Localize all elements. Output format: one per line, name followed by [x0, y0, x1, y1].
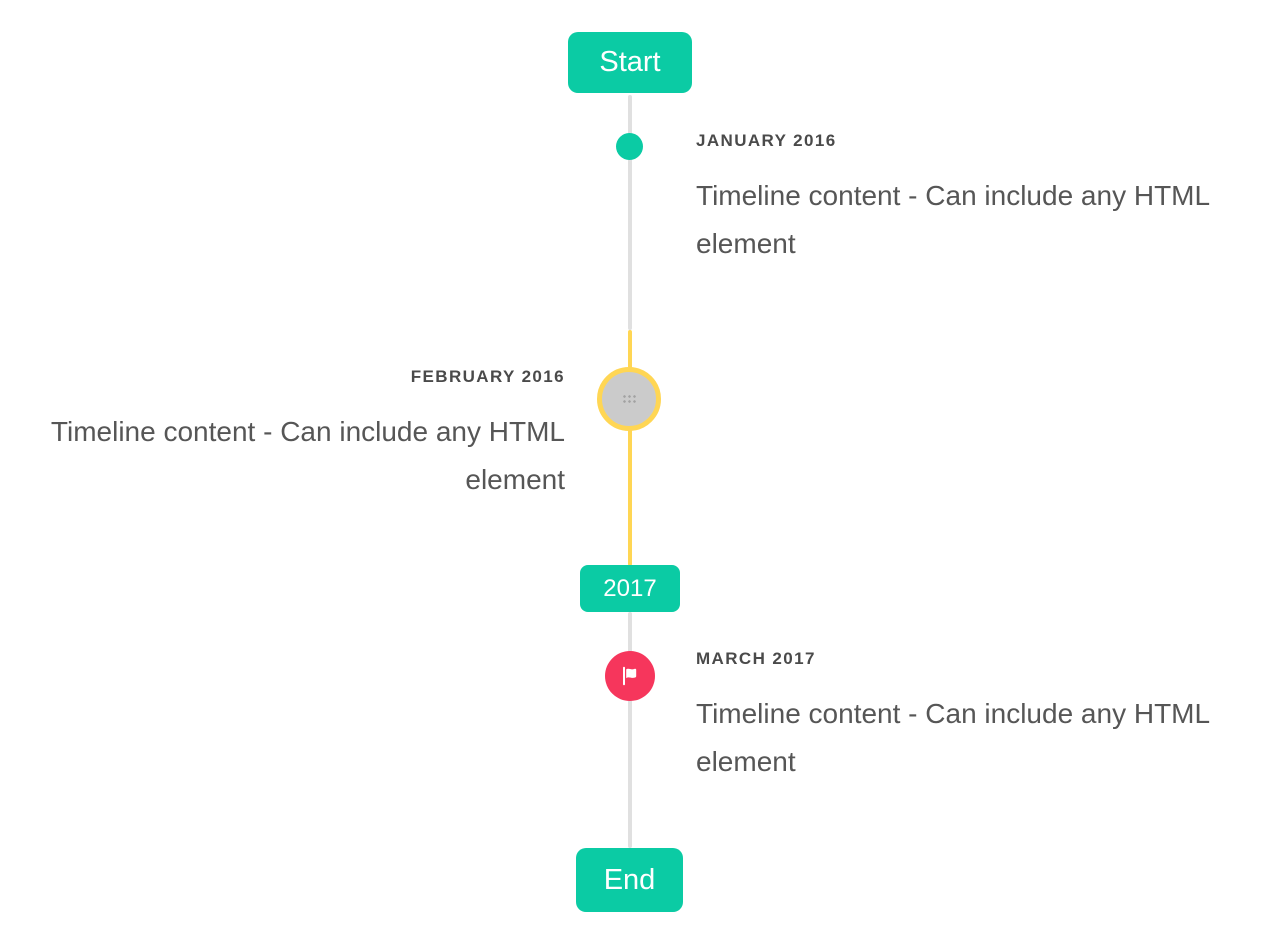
timeline-line-segment	[628, 612, 632, 848]
timeline-line-segment-active	[628, 330, 632, 566]
timeline-year-badge: 2017	[580, 565, 680, 612]
event-flag-marker	[605, 651, 655, 701]
event-content: Timeline content - Can include any HTML …	[696, 180, 1210, 259]
timeline-end-badge: End	[576, 848, 683, 912]
flag-icon	[618, 664, 642, 688]
timeline-item-january-2016: JANUARY 2016 Timeline content - Can incl…	[696, 130, 1220, 268]
event-title: MARCH 2017	[696, 649, 816, 668]
event-title: FEBRUARY 2016	[410, 367, 565, 386]
timeline-start-badge: Start	[568, 32, 692, 93]
event-drag-handle[interactable]	[597, 367, 661, 431]
end-badge-label: End	[603, 863, 656, 896]
event-content: Timeline content - Can include any HTML …	[50, 416, 565, 495]
year-badge-label: 2017	[603, 574, 657, 602]
timeline-item-march-2017: MARCH 2017 Timeline content - Can includ…	[696, 648, 1220, 786]
event-title: JANUARY 2016	[696, 131, 837, 150]
drag-dots-icon	[622, 394, 636, 404]
timeline-item-february-2016: FEBRUARY 2016 Timeline content - Can inc…	[41, 366, 565, 504]
start-badge-label: Start	[599, 46, 661, 78]
timeline-line-segment	[628, 95, 632, 330]
event-content: Timeline content - Can include any HTML …	[696, 698, 1210, 777]
event-dot-marker	[616, 133, 643, 160]
